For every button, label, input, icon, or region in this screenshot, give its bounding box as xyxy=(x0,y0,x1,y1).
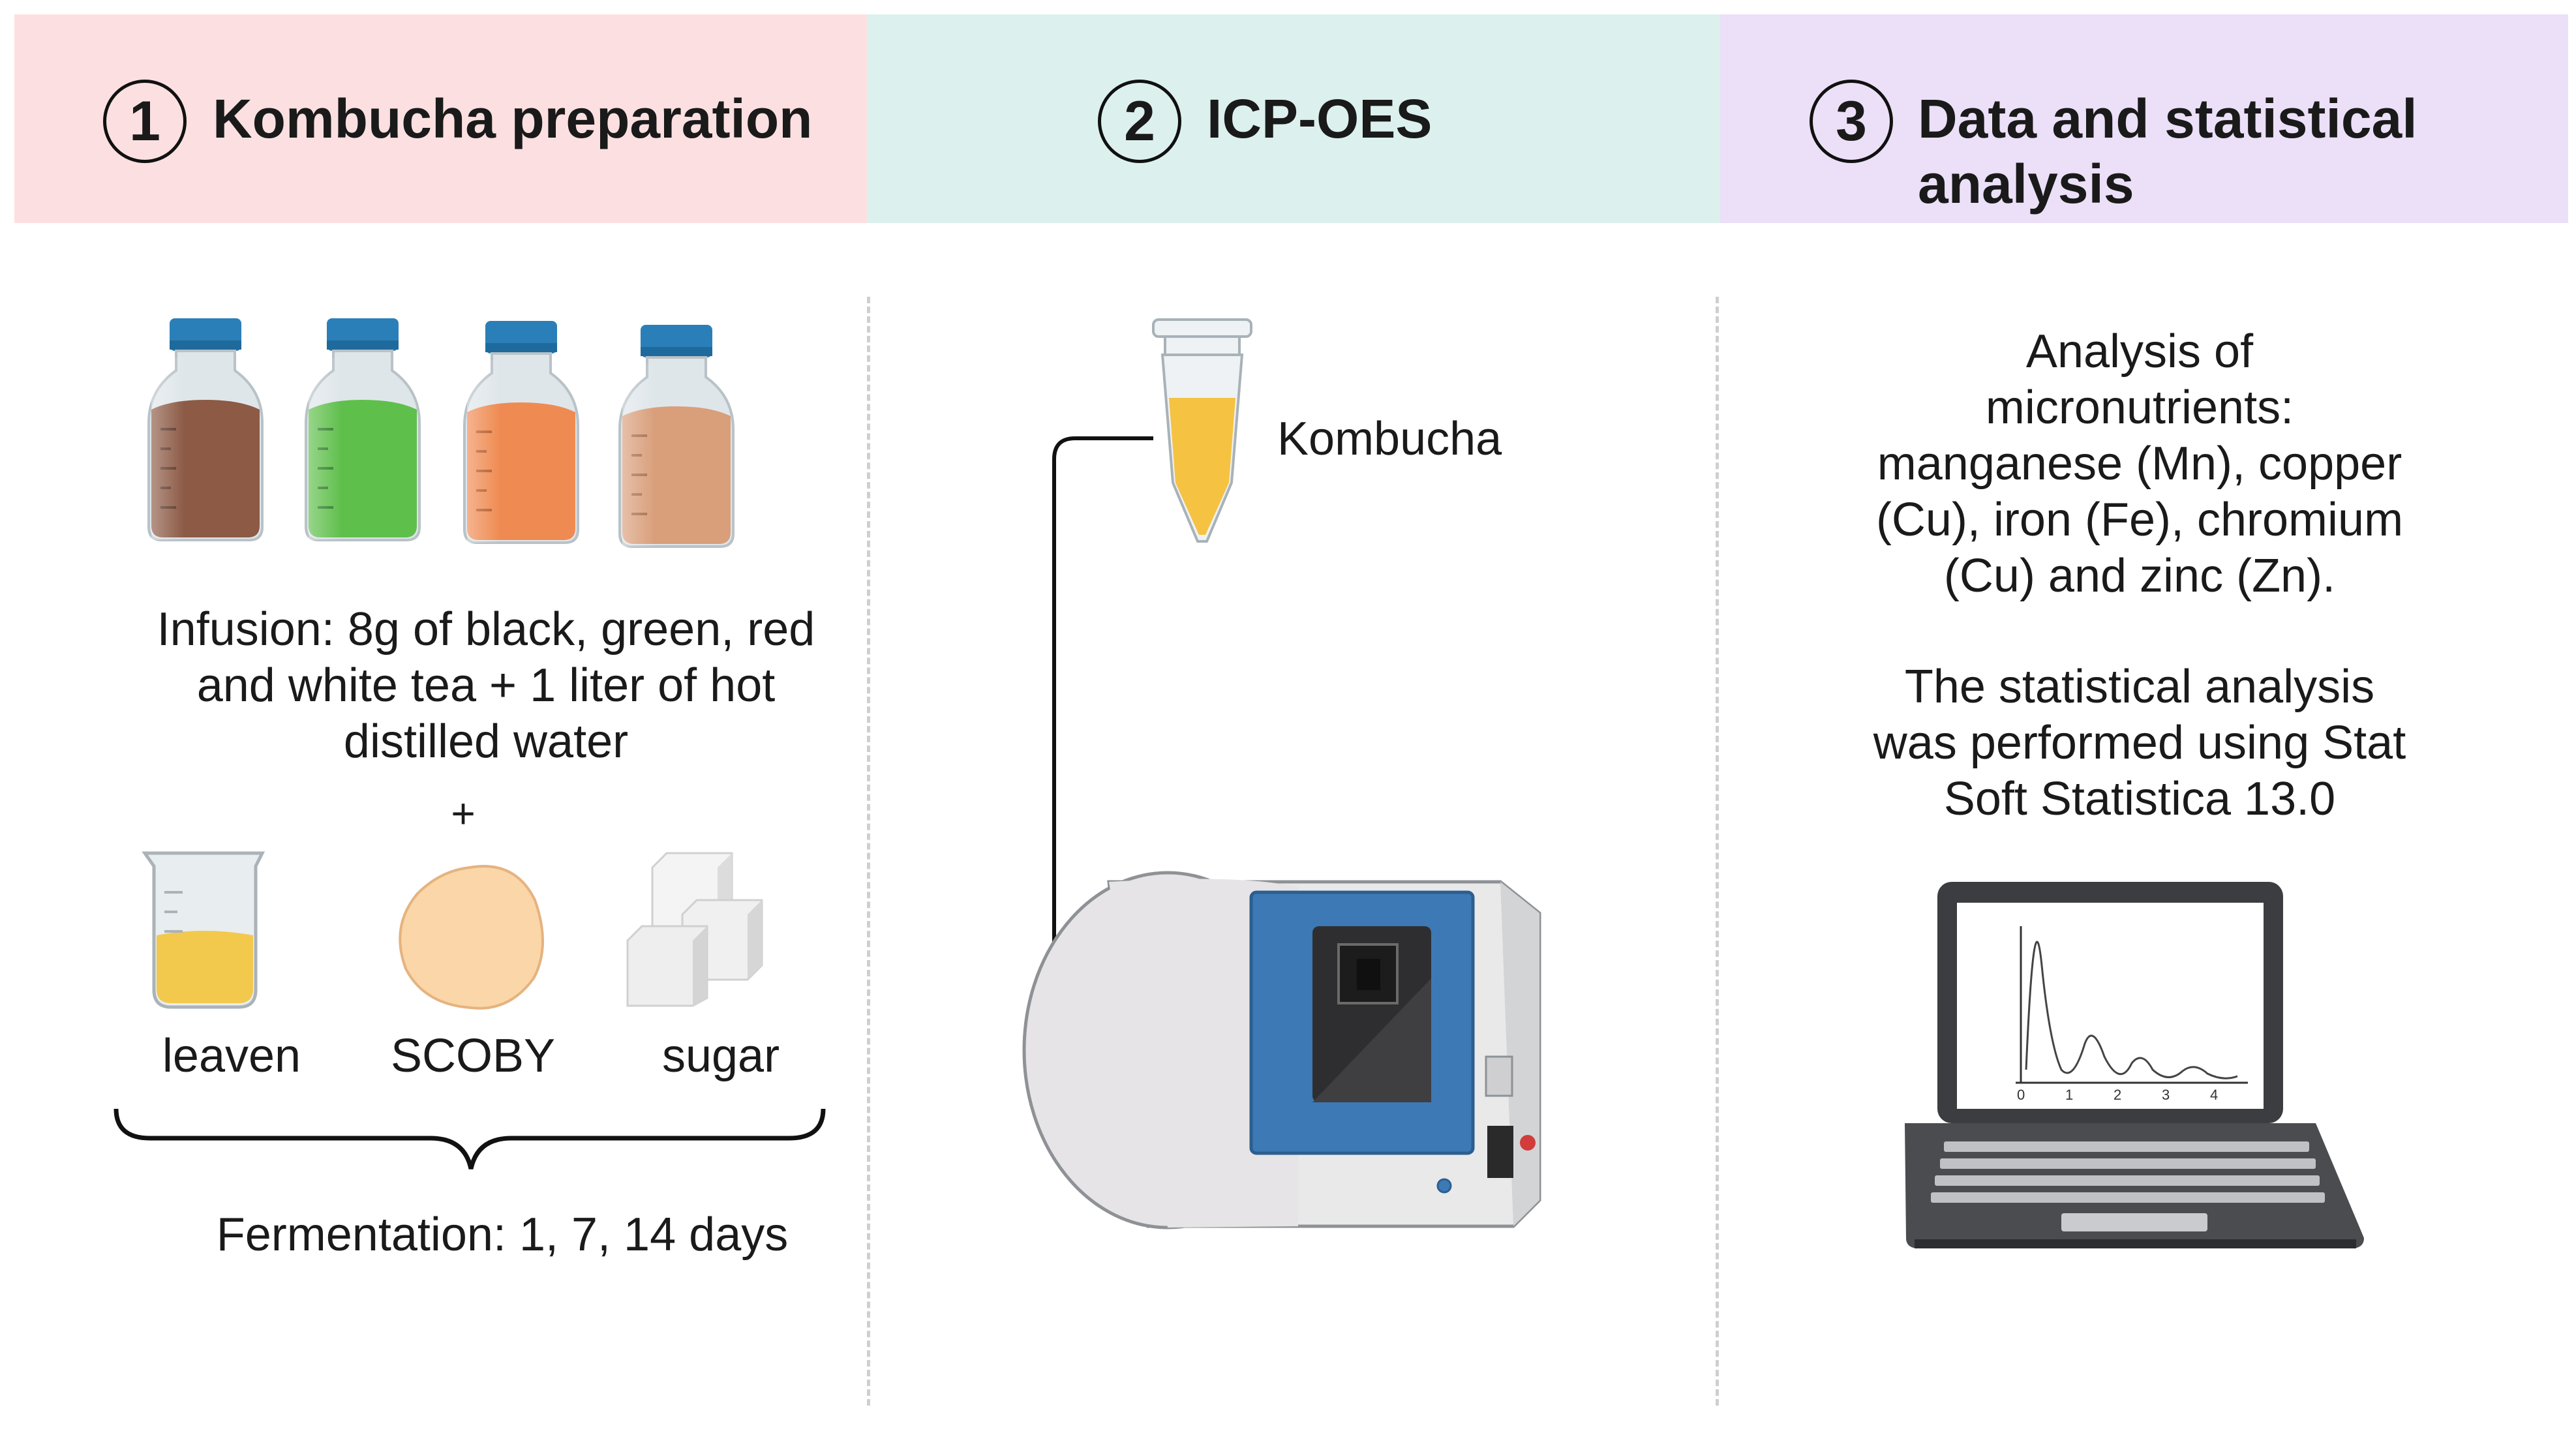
infusion-line-3: distilled water xyxy=(343,716,629,768)
step-3-number: 3 xyxy=(1810,80,1893,163)
step-3-title-line-2: analysis xyxy=(1918,153,2134,215)
microtube-icon xyxy=(1152,318,1252,543)
step-2-number: 2 xyxy=(1098,80,1181,163)
statistics-line-3: Soft Statistica 13.0 xyxy=(1943,773,2336,825)
analysis-text: Analysis of micronutrients: manganese (M… xyxy=(1813,324,2466,604)
panel-divider-2 xyxy=(1716,297,1719,1406)
ingredient-label-sugar: sugar xyxy=(661,1030,780,1082)
white-tea-bottle-icon xyxy=(618,325,735,548)
panel-divider-1 xyxy=(867,297,870,1406)
laptop-screen-plot xyxy=(2016,926,2248,1084)
fermentation-text: Fermentation: 1, 7, 14 days xyxy=(216,1209,789,1261)
ingredient-label-scoby: SCOBY xyxy=(390,1030,556,1082)
plot-tick-3: 3 xyxy=(2162,1087,2170,1103)
step-3-title: Data and statistical analysis xyxy=(1918,86,2417,217)
plot-curve xyxy=(2025,941,2238,1079)
step-1-number: 1 xyxy=(103,80,187,163)
analysis-line-4: (Cu), iron (Fe), chromium xyxy=(1875,494,2404,546)
infusion-line-2: and white tea + 1 liter of hot xyxy=(196,659,776,712)
red-tea-bottle-icon xyxy=(463,321,579,544)
step-2-title: ICP-OES xyxy=(1207,88,1432,149)
analysis-line-5: (Cu) and zinc (Zn). xyxy=(1943,550,2336,602)
plot-tick-2: 2 xyxy=(2114,1087,2122,1103)
analysis-line-1: Analysis of xyxy=(2025,325,2254,378)
step-1-title: Kombucha preparation xyxy=(213,88,813,149)
plot-tick-0: 0 xyxy=(2017,1087,2025,1103)
infusion-line-1: Infusion: 8g of black, green, red xyxy=(157,603,815,656)
sugar-cubes-icon xyxy=(626,852,763,1007)
green-tea-bottle-icon xyxy=(305,318,421,541)
plus-sign: + xyxy=(451,790,476,837)
statistics-line-2: was performed using Stat xyxy=(1873,717,2406,769)
step-3-title-line-1: Data and statistical xyxy=(1918,88,2417,149)
grouping-brace xyxy=(114,1108,826,1169)
tube-label: Kombucha xyxy=(1277,413,1502,465)
statistics-line-1: The statistical analysis xyxy=(1904,661,2375,713)
analysis-line-2: micronutrients: xyxy=(1985,382,2294,434)
scoby-icon xyxy=(399,865,544,1010)
statistics-text: The statistical analysis was performed u… xyxy=(1813,659,2466,827)
black-tea-bottle-icon xyxy=(147,318,264,541)
header-step-2 xyxy=(867,14,1720,223)
ingredient-label-leaven: leaven xyxy=(162,1030,301,1082)
laptop-icon xyxy=(1905,882,2364,1248)
plot-tick-4: 4 xyxy=(2210,1087,2219,1103)
analysis-line-3: manganese (Mn), copper xyxy=(1877,438,2402,490)
infusion-text: Infusion: 8g of black, green, red and wh… xyxy=(98,601,874,770)
bottle-group xyxy=(147,318,735,548)
icp-oes-instrument-icon xyxy=(1022,871,1541,1229)
plot-tick-1: 1 xyxy=(2065,1087,2074,1103)
leaven-beaker-icon xyxy=(142,851,265,1009)
